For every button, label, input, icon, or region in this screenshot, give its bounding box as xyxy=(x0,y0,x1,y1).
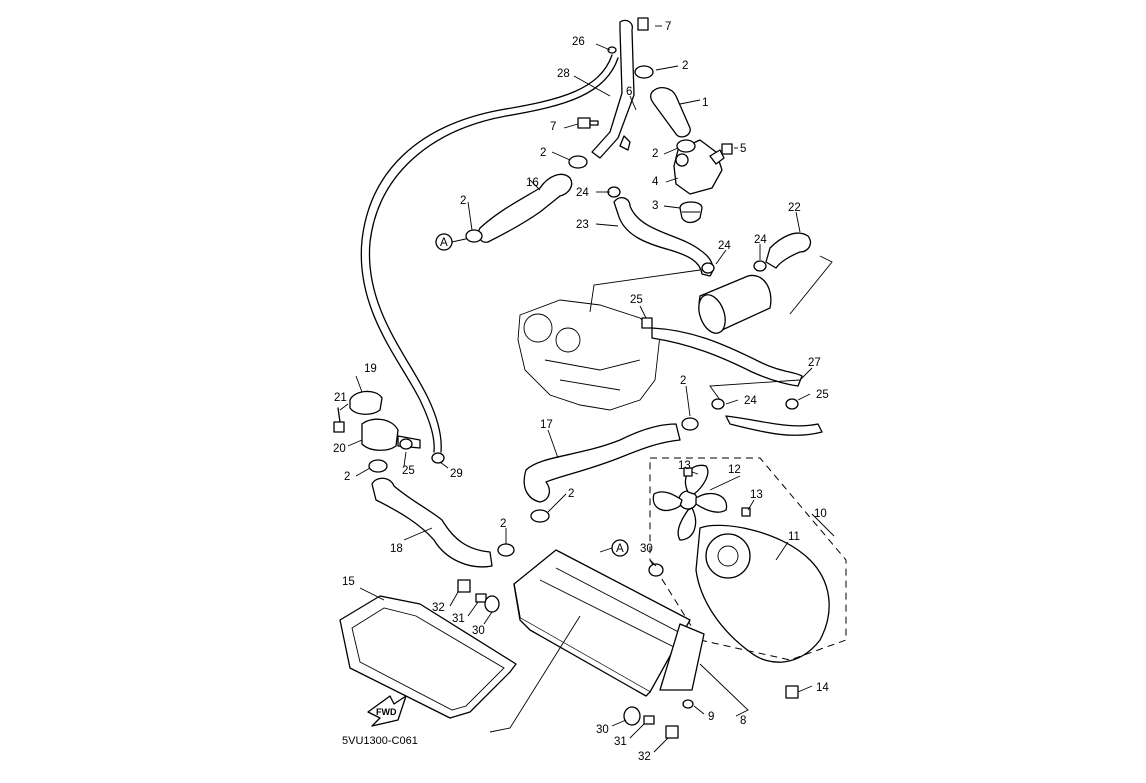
callout-28: 28 xyxy=(557,68,570,80)
callout-22: 22 xyxy=(788,202,801,214)
callout-24: 24 xyxy=(576,187,589,199)
callout-20: 20 xyxy=(333,443,346,455)
fwd-arrow: FWD xyxy=(367,695,407,727)
callout-2: 2 xyxy=(568,488,574,500)
radiator-cap-19 xyxy=(349,390,383,415)
callout-11: 11 xyxy=(788,531,800,543)
callout-4: 4 xyxy=(652,176,659,188)
hose-16 xyxy=(477,173,573,243)
callout-29: 29 xyxy=(450,468,463,480)
callout-2: 2 xyxy=(460,195,466,207)
callout-25: 25 xyxy=(630,294,643,306)
callout-14: 14 xyxy=(816,682,829,694)
radiator xyxy=(513,549,705,697)
callout-2: 2 xyxy=(540,147,546,159)
connector-a-label: A xyxy=(440,237,448,249)
callout-7: 7 xyxy=(665,21,671,33)
callout-5: 5 xyxy=(740,143,746,155)
hose-22 xyxy=(765,232,812,269)
reference-code: 5VU1300-C061 xyxy=(342,735,418,747)
callout-10: 10 xyxy=(814,508,827,520)
callout-23: 23 xyxy=(576,219,589,231)
callout-2: 2 xyxy=(680,375,686,387)
callout-7: 7 xyxy=(550,121,556,133)
callout-2: 2 xyxy=(344,471,350,483)
fan-shroud-10 xyxy=(695,524,830,663)
callout-1: 1 xyxy=(702,97,708,109)
thermostat-3 xyxy=(679,201,703,224)
callout-26: 26 xyxy=(572,36,585,48)
callout-30: 30 xyxy=(640,543,653,555)
thermostat-housing-4 xyxy=(673,139,725,195)
callout-32: 32 xyxy=(432,602,445,614)
callout-12: 12 xyxy=(728,464,741,476)
leader-lines xyxy=(339,25,835,753)
callout-24: 24 xyxy=(718,240,731,252)
fwd-label: FWD xyxy=(376,707,397,717)
callout-25: 25 xyxy=(402,465,415,477)
callout-2: 2 xyxy=(682,60,688,72)
callout-31: 31 xyxy=(614,736,627,748)
callout-25: 25 xyxy=(816,389,829,401)
callout-numbers: 7 26 2 28 6 1 7 2 2 5 4 16 24 2 3 22 23 … xyxy=(333,21,829,763)
radiator-guard-15 xyxy=(339,595,517,719)
callout-9: 9 xyxy=(708,711,714,723)
callout-8: 8 xyxy=(740,715,746,727)
hose-17 xyxy=(523,423,681,503)
engine-outline xyxy=(517,269,701,411)
callout-3: 3 xyxy=(652,200,658,212)
hose-28 xyxy=(360,54,619,453)
callout-24: 24 xyxy=(754,234,767,246)
callout-13: 13 xyxy=(750,489,763,501)
callout-2: 2 xyxy=(500,518,506,530)
reservoir-tank xyxy=(698,274,772,334)
callout-6: 6 xyxy=(626,86,632,98)
callout-32: 32 xyxy=(638,751,651,763)
callout-2: 2 xyxy=(652,148,658,160)
callout-18: 18 xyxy=(390,543,403,555)
callout-21: 21 xyxy=(334,392,347,404)
callout-24: 24 xyxy=(744,395,757,407)
connector-a-left: A xyxy=(435,233,471,251)
connector-a-right: A xyxy=(599,539,629,557)
hose-1 xyxy=(650,86,691,138)
fan-12 xyxy=(652,464,728,541)
hose-27 xyxy=(651,327,803,387)
callout-15: 15 xyxy=(342,576,355,588)
small-parts xyxy=(333,17,799,739)
callout-16: 16 xyxy=(526,177,539,189)
callout-27: 27 xyxy=(808,357,821,369)
callout-19: 19 xyxy=(364,363,377,375)
hose-18 xyxy=(371,477,493,568)
callout-13: 13 xyxy=(678,460,691,472)
callout-30: 30 xyxy=(472,625,485,637)
bypass-pipe xyxy=(725,415,823,436)
callout-31: 31 xyxy=(452,613,465,625)
water-pipe-6 xyxy=(591,19,635,159)
callout-17: 17 xyxy=(540,419,553,431)
callout-30: 30 xyxy=(596,724,609,736)
connector-a-label: A xyxy=(616,543,624,555)
